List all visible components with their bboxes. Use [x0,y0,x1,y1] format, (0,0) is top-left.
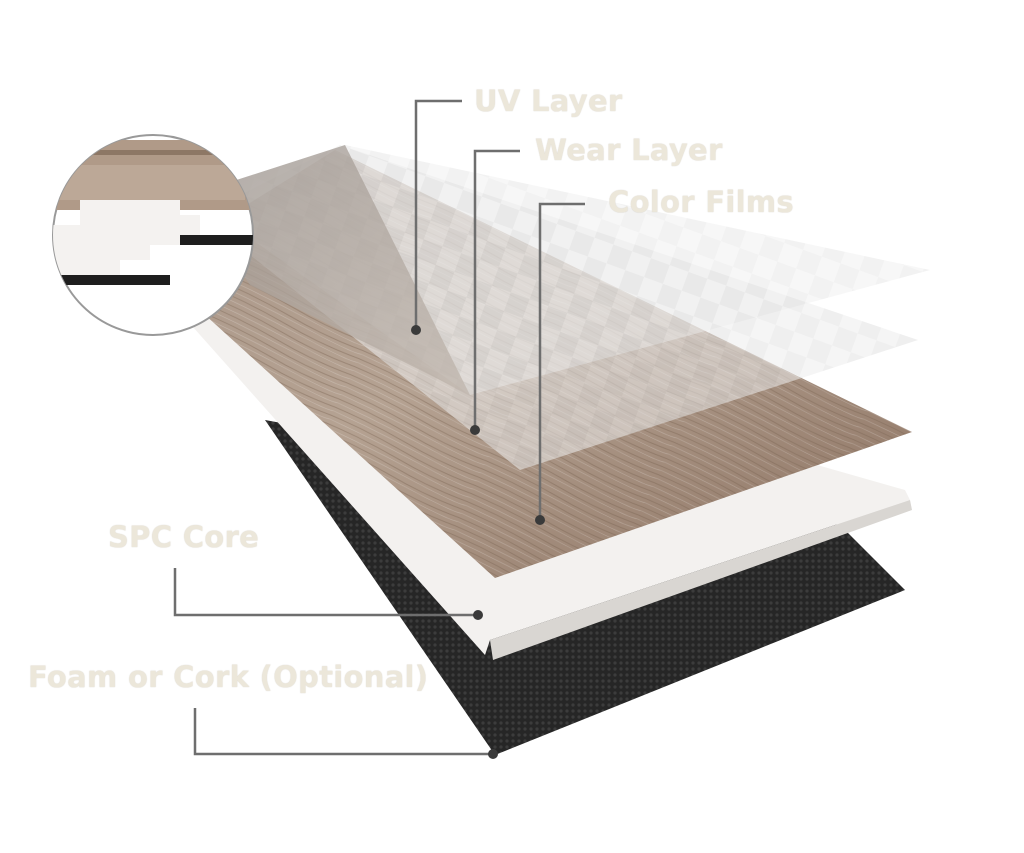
foam-leader-line [193,708,493,756]
spc-dot [473,610,483,620]
uv-dot [411,325,421,335]
uv-leader-line [414,99,462,330]
spc-core-label: SPC Core [108,520,260,554]
wear-leader-line [473,149,520,430]
wear-layer-label: Wear Layer [535,133,723,167]
foam-dot [488,749,498,759]
spc-leader-line [173,568,478,617]
wear-dot [470,425,480,435]
color-films-label: Color Films [608,185,794,219]
color-leader-line [538,202,585,520]
uv-layer-label: UV Layer [474,84,623,118]
leader-dots [411,325,545,759]
leader-lines [173,99,585,756]
color-dot [535,515,545,525]
uv-layer [190,145,930,395]
foam-cork-label: Foam or Cork (Optional) [28,660,429,694]
